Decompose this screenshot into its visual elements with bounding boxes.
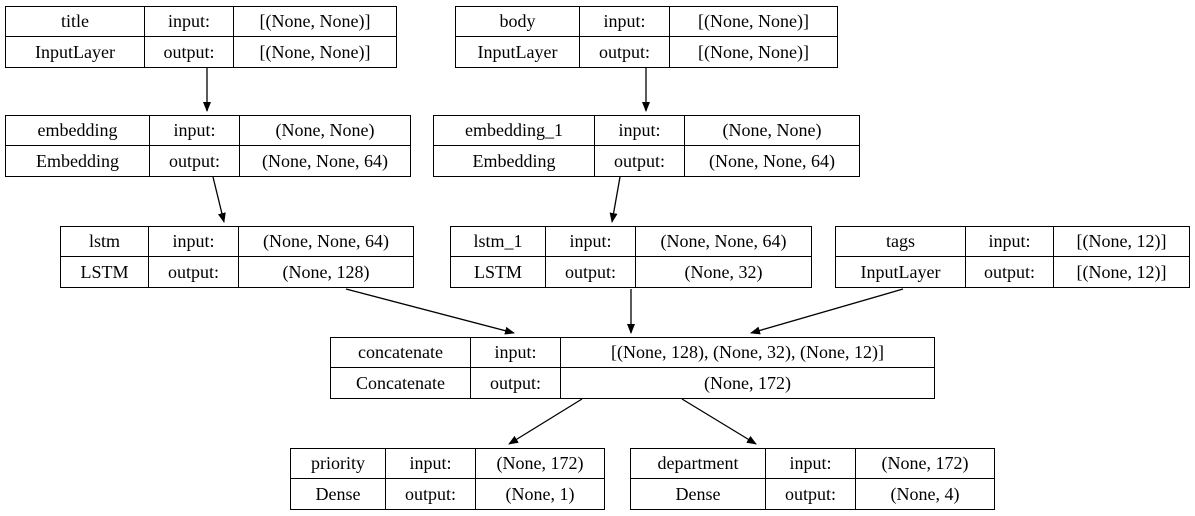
input-label: input: xyxy=(386,449,476,479)
layer-name: title xyxy=(6,7,145,37)
input-shape: (None, 172) xyxy=(476,449,604,479)
output-label: output: xyxy=(145,37,234,67)
output-label: output: xyxy=(471,368,561,398)
input-label: input: xyxy=(580,7,670,37)
output-shape: (None, 172) xyxy=(704,372,791,393)
input-label: input: xyxy=(766,449,856,479)
layer-class: InputLayer xyxy=(836,257,966,287)
layer-name: embedding_1 xyxy=(434,116,595,146)
input-label: input: xyxy=(546,227,636,257)
layer-class: InputLayer xyxy=(6,37,145,67)
input-label: input: xyxy=(471,338,561,368)
output-shape: (None, 128) xyxy=(282,261,370,282)
output-label: output: xyxy=(966,257,1054,287)
layer-class: Dense xyxy=(631,479,766,509)
layer-name: tags xyxy=(836,227,966,257)
node-embedding_1: embedding_1 input: (None, None) Embeddin… xyxy=(433,115,860,177)
edge-concatenate-priority xyxy=(508,398,583,445)
output-label: output: xyxy=(595,146,685,176)
node-tags: tags input: [(None, 12)] InputLayer outp… xyxy=(835,226,1190,288)
output-label: output: xyxy=(386,479,476,509)
input-shape: [(None, 12)] xyxy=(1054,227,1189,257)
input-shape: (None, None, 64) xyxy=(239,227,413,257)
node-lstm_1: lstm_1 input: (None, None, 64) LSTM outp… xyxy=(450,226,812,288)
input-shape: [(None, 128), (None, 32), (None, 12)] xyxy=(561,338,934,368)
layer-class: InputLayer xyxy=(456,37,580,67)
node-department: department input: (None, 172) Dense outp… xyxy=(630,448,995,510)
layer-class: Embedding xyxy=(6,146,150,176)
node-body: body input: [(None, None)] InputLayer ou… xyxy=(455,6,838,68)
output-shape: [(None, 12)] xyxy=(1076,261,1167,282)
layer-name: lstm_1 xyxy=(451,227,546,257)
edge-embedding_1-lstm_1 xyxy=(609,176,621,223)
node-concatenate: concatenate input: [(None, 128), (None, … xyxy=(330,337,935,399)
layer-class: LSTM xyxy=(451,257,546,287)
edge-concatenate-department xyxy=(681,398,757,445)
input-label: input: xyxy=(150,116,240,146)
node-lstm: lstm input: (None, None, 64) LSTM output… xyxy=(60,226,414,288)
node-title: title input: [(None, None)] InputLayer o… xyxy=(5,6,397,68)
layer-name: body xyxy=(456,7,580,37)
input-shape: [(None, None)] xyxy=(670,7,837,37)
output-shape: (None, 1) xyxy=(505,483,575,504)
input-shape: (None, None) xyxy=(685,116,859,146)
node-embedding: embedding input: (None, None) Embedding … xyxy=(5,115,411,177)
layer-name: concatenate xyxy=(331,338,471,368)
layer-name: lstm xyxy=(61,227,149,257)
edge-lstm-concatenate xyxy=(345,288,515,335)
input-label: input: xyxy=(595,116,685,146)
output-label: output: xyxy=(580,37,670,67)
edge-tags-concatenate xyxy=(750,288,904,335)
output-shape: [(None, None)] xyxy=(698,41,809,62)
input-shape: [(None, None)] xyxy=(234,7,396,37)
input-shape: (None, None, 64) xyxy=(636,227,811,257)
layer-class: Embedding xyxy=(434,146,595,176)
output-label: output: xyxy=(149,257,239,287)
output-label: output: xyxy=(766,479,856,509)
layer-name: embedding xyxy=(6,116,150,146)
output-shape: [(None, None)] xyxy=(259,41,371,62)
layer-class: Dense xyxy=(291,479,386,509)
edge-embedding-lstm xyxy=(212,176,226,223)
layer-name: priority xyxy=(291,449,386,479)
node-priority: priority input: (None, 172) Dense output… xyxy=(290,448,605,510)
input-label: input: xyxy=(966,227,1054,257)
output-shape: (None, None, 64) xyxy=(709,150,835,171)
input-shape: (None, 172) xyxy=(856,449,994,479)
output-shape: (None, 4) xyxy=(890,483,960,504)
output-label: output: xyxy=(150,146,240,176)
input-label: input: xyxy=(145,7,234,37)
output-shape: (None, None, 64) xyxy=(262,150,388,171)
output-label: output: xyxy=(546,257,636,287)
input-label: input: xyxy=(149,227,239,257)
layer-class: Concatenate xyxy=(331,368,471,398)
output-shape: (None, 32) xyxy=(684,261,763,282)
layer-class: LSTM xyxy=(61,257,149,287)
layer-name: department xyxy=(631,449,766,479)
input-shape: (None, None) xyxy=(240,116,410,146)
